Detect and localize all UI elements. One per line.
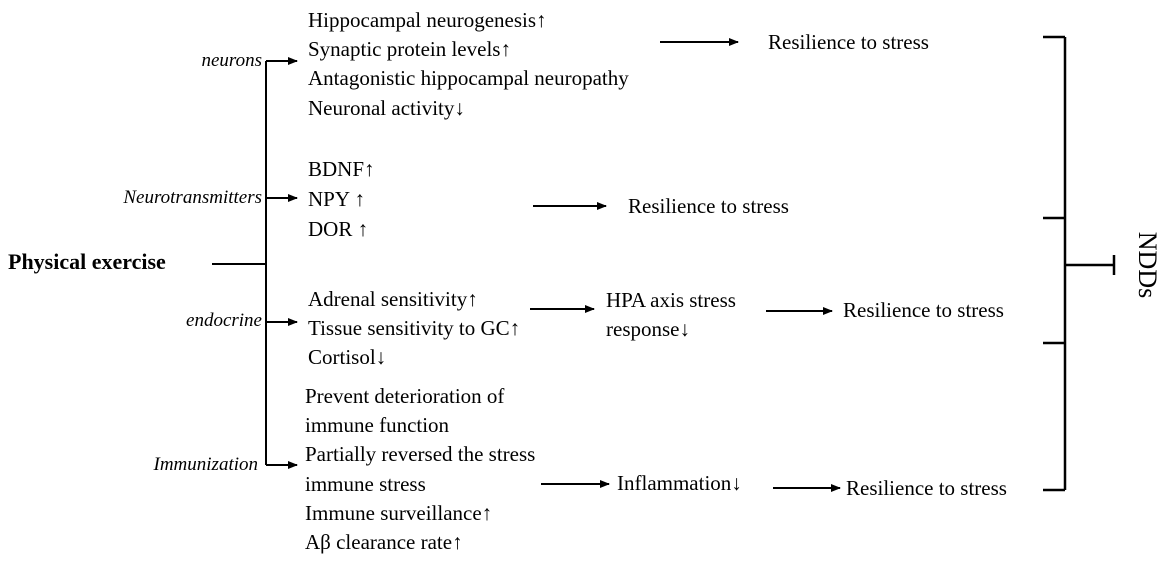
category-neurons: neurons: [201, 50, 262, 71]
effect-endocrine-2: Tissue sensitivity to GC↑: [308, 316, 521, 340]
effect-immunization-3: Partially reversed the stress: [305, 442, 536, 466]
outcome-immunization: Resilience to stress: [846, 476, 1007, 500]
effect-neurotransmitters-3: DOR ↑: [308, 217, 369, 241]
effect-neurons-4: Neuronal activity↓: [308, 96, 465, 120]
effect-immunization-4: immune stress: [305, 472, 426, 496]
effect-immunization-5: Immune surveillance↑: [305, 501, 493, 525]
category-neurotransmitters: Neurotransmitters: [123, 187, 262, 208]
outcome-neurons: Resilience to stress: [768, 30, 929, 54]
effect-endocrine-1: Adrenal sensitivity↑: [308, 287, 478, 311]
effect-neurons-3: Antagonistic hippocampal neuropathy: [308, 66, 629, 90]
effect-neurotransmitters-2: NPY ↑: [308, 187, 365, 211]
source-label: Physical exercise: [8, 249, 166, 274]
effect-neurotransmitters-1: BDNF↑: [308, 157, 375, 181]
effect-immunization-2: immune function: [305, 413, 450, 437]
category-immunization: Immunization: [153, 454, 259, 475]
category-endocrine: endocrine: [186, 310, 262, 331]
outcome-neurotransmitters: Resilience to stress: [628, 194, 789, 218]
intermediate-endocrine-1: HPA axis stress: [606, 288, 736, 312]
effect-immunization-6: Aβ clearance rate↑: [305, 530, 463, 554]
outcome-endocrine: Resilience to stress: [843, 298, 1004, 322]
effect-immunization-1: Prevent deterioration of: [305, 384, 505, 408]
effect-neurons-2: Synaptic protein levels↑: [308, 37, 511, 61]
intermediate-immunization: Inflammation↓: [617, 471, 742, 495]
intermediate-endocrine-2: response↓: [606, 317, 690, 341]
effect-endocrine-3: Cortisol↓: [308, 345, 387, 369]
target-label: NDDs: [1133, 231, 1162, 299]
effect-neurons-1: Hippocampal neurogenesis↑: [308, 8, 547, 32]
